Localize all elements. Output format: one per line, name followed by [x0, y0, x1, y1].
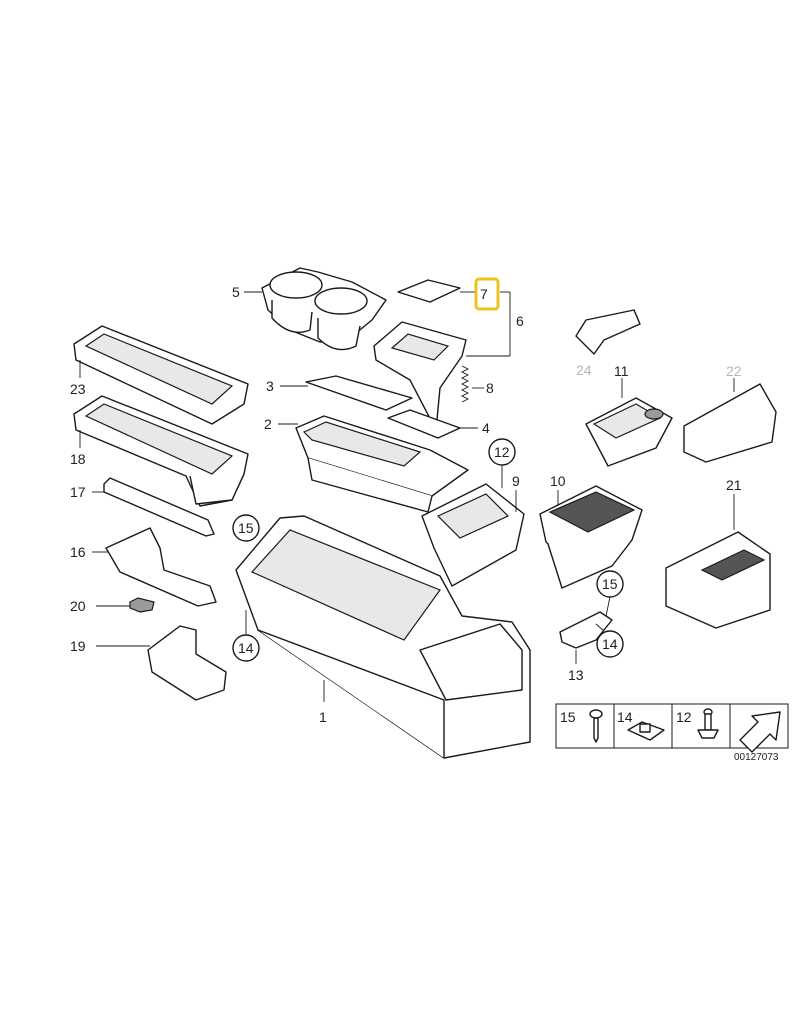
- clip-nut-icon: [627, 721, 665, 741]
- label-15b: 15: [602, 576, 618, 592]
- label-9: 9: [512, 473, 520, 489]
- label-18: 18: [70, 451, 86, 467]
- part-3-tray-mat: [280, 375, 413, 411]
- part-16-bracket: [92, 527, 217, 607]
- callout-14a: [232, 610, 260, 662]
- legend-label-12: 12: [676, 709, 692, 725]
- part-21-switch-panel: [665, 494, 771, 629]
- label-3: 3: [266, 378, 274, 394]
- label-13: 13: [568, 667, 584, 683]
- label-16: 16: [70, 544, 86, 560]
- expanding-rivet-icon: [697, 708, 719, 739]
- part-2-storage-tray: [278, 415, 469, 513]
- legend-label-15: 15: [560, 709, 576, 725]
- label-14a: 14: [238, 640, 254, 656]
- part-6-ashtray-insert: [373, 291, 511, 431]
- label-14b: 14: [602, 636, 618, 652]
- label-11: 11: [614, 363, 629, 379]
- highlight-box: [474, 277, 500, 311]
- label-2: 2: [264, 416, 272, 432]
- part-23-trim-frame: [73, 325, 249, 425]
- part-18-trim-frame: [73, 395, 249, 507]
- label-17: 17: [70, 484, 86, 500]
- label-23: 23: [70, 381, 86, 397]
- part-11-tray: [585, 378, 673, 467]
- part-13-clip: [559, 611, 613, 664]
- label-1: 1: [319, 709, 327, 725]
- callout-15b: [596, 570, 624, 617]
- part-24-latch: [575, 309, 641, 355]
- label-10: 10: [550, 473, 566, 489]
- label-8: 8: [486, 380, 494, 396]
- part-17-bracket-strip: [92, 477, 215, 537]
- label-6: 6: [516, 313, 524, 329]
- label-20: 20: [70, 598, 86, 614]
- part-19-cover: [96, 625, 227, 701]
- callout-14b: [595, 623, 624, 658]
- part-1-center-console: [235, 515, 531, 759]
- fastener-legend: 15 14 12 00127073: [555, 703, 789, 763]
- part-8-spring: [460, 365, 484, 403]
- arrow-icon: [739, 711, 781, 753]
- part-20-pad: [96, 597, 155, 613]
- label-4: 4: [482, 420, 490, 436]
- callout-15a: [232, 514, 260, 542]
- part-4-insert-mat: [387, 409, 478, 439]
- part-7-mat: [397, 279, 476, 303]
- legend-label-14: 14: [617, 709, 633, 725]
- label-12: 12: [494, 444, 510, 460]
- label-22: 22: [726, 363, 742, 379]
- label-5: 5: [232, 284, 240, 300]
- diagram-code: 00127073: [734, 752, 779, 763]
- label-15a: 15: [238, 520, 254, 536]
- label-7: 7: [480, 286, 488, 302]
- callout-12: [488, 438, 516, 488]
- part-9-housing: [421, 483, 525, 587]
- part-22-cover: [683, 378, 777, 463]
- part-5-cup-holder: [244, 267, 387, 351]
- label-24: 24: [576, 362, 592, 378]
- label-19: 19: [70, 638, 86, 654]
- screw-icon: [589, 709, 603, 743]
- label-21: 21: [726, 477, 742, 493]
- part-10-ashtray: [539, 485, 643, 589]
